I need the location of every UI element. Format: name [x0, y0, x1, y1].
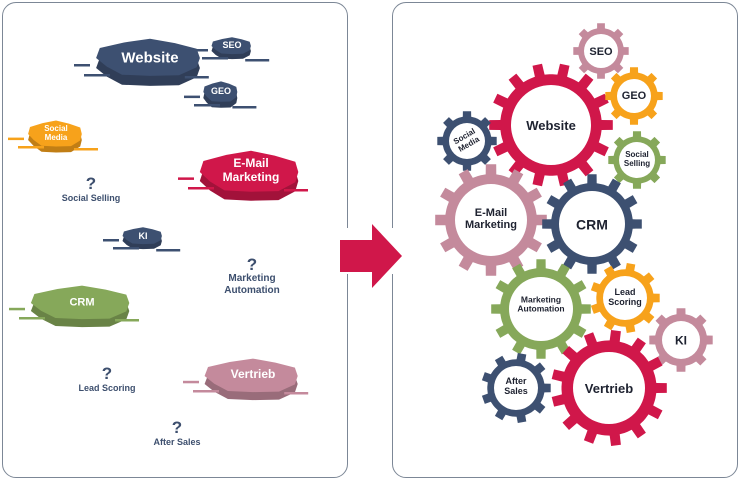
unknown-label: Lead Scoring	[78, 383, 136, 393]
speed-line	[178, 177, 194, 180]
gear-label-social-selling: Social Selling	[623, 150, 651, 168]
gear-label-geo: GEO	[621, 89, 647, 102]
island-label-seo: SEO	[222, 39, 242, 50]
unknown-label: After Sales	[153, 437, 201, 447]
gear-after-sales	[481, 353, 551, 423]
gear-social-selling	[608, 131, 666, 189]
island-vertrieb	[204, 358, 298, 393]
unknown-marketing-automation: ? Marketing Automation	[224, 256, 280, 297]
island-label-social-media: Social Media	[44, 124, 68, 142]
speed-line	[192, 49, 208, 52]
speed-line	[184, 95, 200, 99]
gear-crm	[542, 174, 642, 274]
unknown-social-selling: ? Social Selling	[62, 175, 121, 204]
gear-geo	[605, 67, 663, 125]
island-label-social-media-text: Social Media	[44, 123, 68, 142]
speed-line	[74, 148, 98, 151]
speed-line	[84, 74, 110, 77]
speed-line	[113, 247, 139, 250]
speed-line	[18, 146, 44, 149]
island-email-marketing	[199, 150, 299, 192]
gear-marketing-automation	[491, 259, 591, 359]
island-label-website: Website	[121, 49, 179, 67]
gear-label-marketing-automation: Marketing Automation	[517, 294, 565, 314]
gear-label-website: Website	[526, 117, 576, 133]
gear-label-seo: SEO	[589, 45, 613, 58]
island-ki	[122, 227, 162, 245]
gear-website	[489, 63, 613, 187]
question-mark-icon: ?	[171, 418, 183, 437]
island-label-email-marketing-text: E-Mail Marketing	[222, 156, 280, 184]
island-social-media	[28, 120, 82, 147]
gear-label-email-marketing: E-Mail Marketing	[465, 206, 517, 231]
question-mark-icon: ?	[101, 364, 113, 383]
question-mark-icon: ?	[85, 174, 97, 193]
speed-line	[232, 106, 257, 109]
speed-line	[202, 57, 228, 60]
island-seo	[211, 37, 251, 55]
gear-social-media	[437, 111, 497, 171]
island-crm	[30, 285, 130, 320]
gear-email-marketing	[435, 164, 547, 276]
unknown-lead-scoring: ? Lead Scoring	[78, 365, 135, 394]
gear-label-vertrieb: Vertrieb	[584, 380, 634, 396]
speed-line	[284, 392, 309, 395]
speed-line	[193, 390, 219, 393]
speed-line	[184, 76, 209, 79]
island-label-crm: CRM	[69, 296, 95, 309]
speed-line	[115, 319, 139, 322]
speed-line	[9, 307, 25, 311]
arrow-right-icon	[340, 224, 402, 288]
speed-line	[19, 317, 45, 320]
gear-vertrieb	[551, 330, 667, 446]
speed-line	[194, 104, 220, 107]
speed-line	[74, 64, 90, 67]
unknown-label: Marketing Automation	[224, 273, 280, 296]
gear-label-ki: KI	[675, 333, 687, 348]
speed-line	[183, 380, 199, 384]
island-label-geo: GEO	[210, 85, 232, 96]
speed-line	[8, 137, 24, 141]
unknown-label: Social Selling	[61, 193, 121, 203]
gear-ki	[649, 308, 713, 372]
island-label-email-marketing: E-Mail Marketing	[222, 156, 280, 185]
island-label-vertrieb: Vertrieb	[230, 367, 276, 382]
unknown-after-sales: ? After Sales	[153, 419, 200, 448]
speed-line	[245, 59, 270, 62]
gear-label-lead-scoring: Lead Scoring	[608, 287, 642, 307]
island-label-ki: KI	[138, 230, 148, 241]
speed-line	[103, 239, 119, 242]
speed-line	[188, 187, 214, 190]
speed-line	[156, 249, 181, 252]
gear-seo	[573, 23, 629, 79]
gear-lead-scoring	[590, 263, 660, 333]
gear-label-crm: CRM	[576, 216, 608, 233]
island-geo	[203, 81, 238, 102]
question-mark-icon: ?	[246, 255, 258, 274]
speed-line	[284, 189, 308, 192]
island-website	[96, 38, 200, 76]
gear-label-after-sales: After Sales	[504, 376, 528, 396]
